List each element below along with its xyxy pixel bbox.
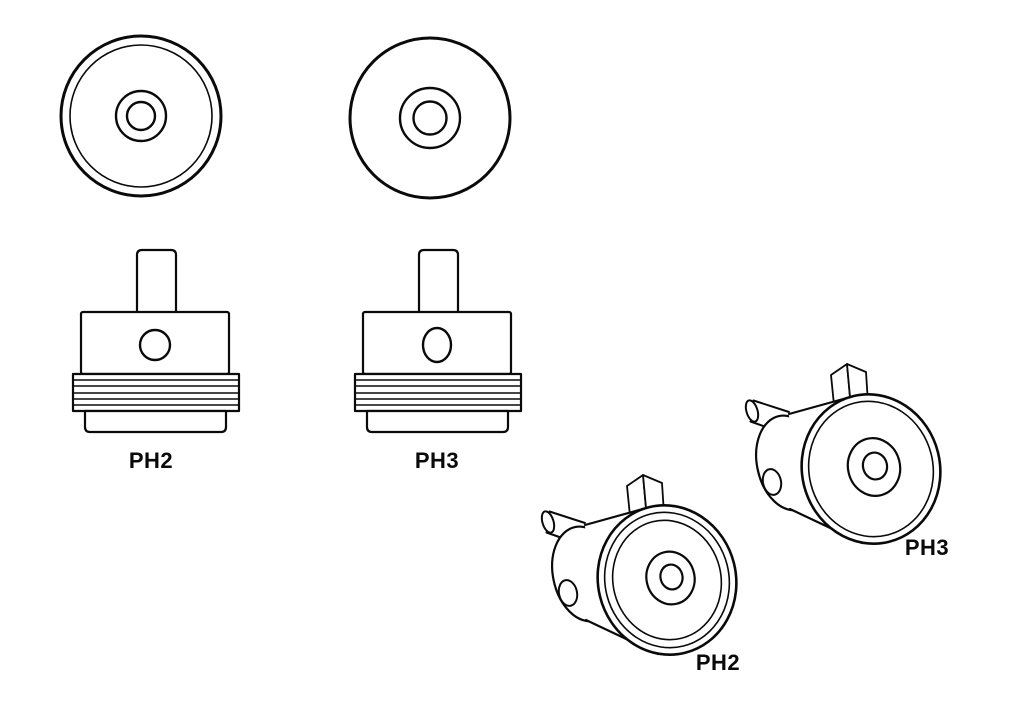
ph3-side-port-hole — [421, 326, 453, 364]
ph3-iso-stem-top-edge — [752, 399, 790, 413]
side-view-ph2 — [71, 248, 241, 434]
part-label-ph3-iso: PH3 — [904, 535, 950, 560]
ph3-side-base-lip — [365, 409, 510, 434]
ph3-iso-center-hole — [861, 451, 889, 481]
ph3-side-body — [361, 310, 513, 376]
part-label-ph3-side: PH3 — [414, 448, 460, 473]
ph2-iso-center-hole — [659, 563, 684, 591]
ph2-top-rim-inner-circle — [69, 44, 213, 188]
ph2-top-outer-edge-circle — [59, 34, 223, 198]
ph3-top-outer-edge-circle — [348, 36, 512, 200]
ph2-side-base-lip — [83, 409, 228, 434]
ph2-side-body — [79, 310, 231, 376]
ph3-top-center-hole-circle — [412, 100, 448, 136]
ph2-iso-stem-end-cap — [540, 510, 556, 534]
ph3-iso-face-rim-ring — [807, 400, 935, 538]
part-label-ph2-side: PH2 — [128, 448, 174, 473]
part-label-ph2-iso: PH2 — [695, 650, 741, 675]
ph2-iso-stem-top-edge — [548, 510, 586, 524]
ph3-iso-side-hole — [761, 468, 783, 496]
ph2-top-center-hole-circle — [125, 100, 157, 132]
ph3-iso-stem-end-cap — [744, 399, 760, 423]
ph2-iso-face-inner-ring — [611, 519, 723, 641]
ph3-side-nozzle-stem — [417, 248, 460, 314]
ph2-side-nozzle-stem — [135, 248, 178, 314]
ph2-iso-side-hole — [557, 579, 579, 607]
iso-view-ph2 — [540, 474, 738, 656]
iso-view-ph3 — [744, 363, 942, 545]
side-view-ph3 — [353, 248, 523, 434]
ph3-top-hub-circle — [398, 86, 462, 150]
ph2-iso-face-rim-ring — [603, 511, 731, 649]
ph2-top-hub-circle — [114, 89, 168, 143]
top-view-ph3 — [348, 36, 512, 200]
top-view-ph2 — [59, 34, 223, 198]
ph2-side-port-hole — [138, 328, 172, 362]
